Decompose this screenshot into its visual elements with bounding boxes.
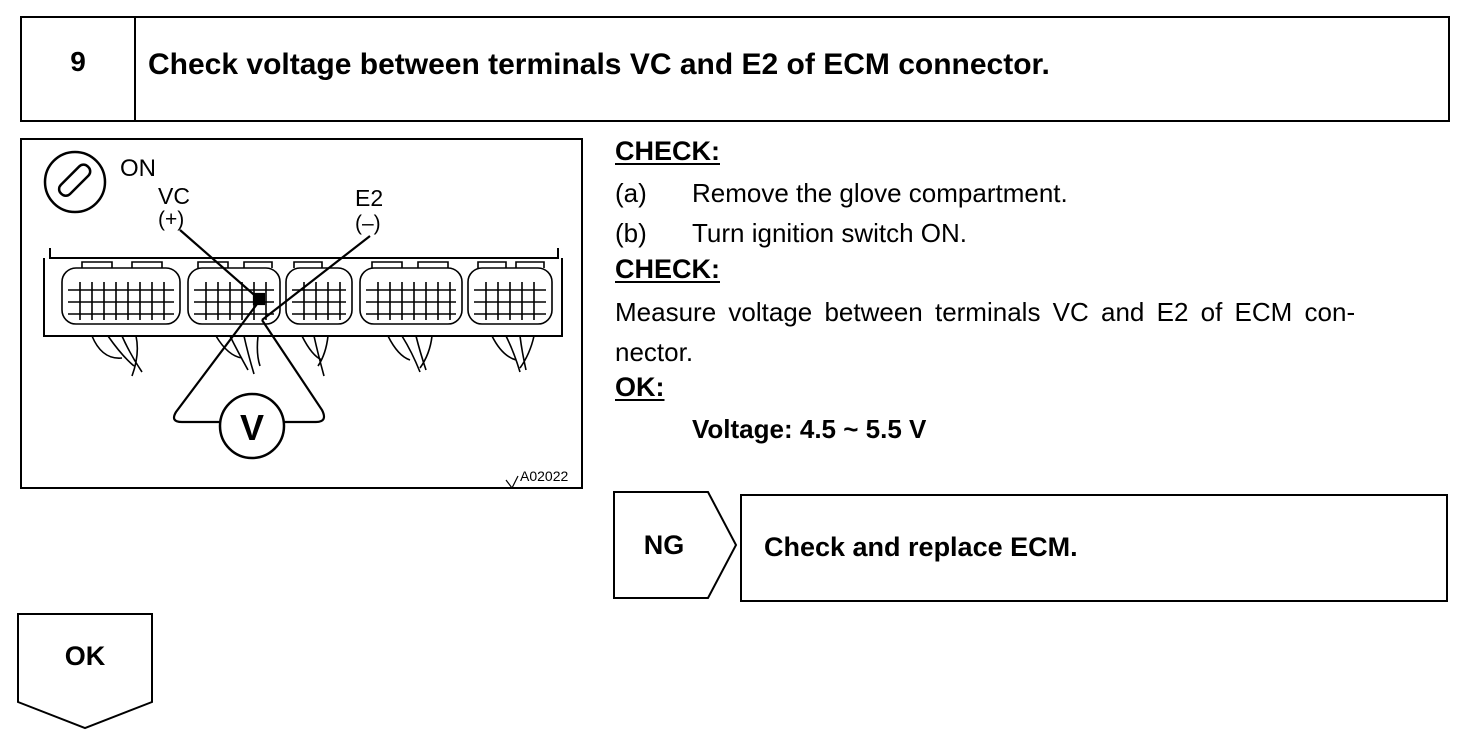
probe-leads [172,229,371,424]
voltmeter-label: V [240,407,264,448]
step-title: Check voltage between terminals VC and E… [148,48,1050,81]
prep-item-a-marker: (a) [615,178,647,208]
step-header-box [20,16,1450,122]
prep-item-b-marker: (b) [615,218,647,248]
ng-action-box [740,494,1448,602]
step-number: 9 [70,46,86,77]
ecm-connector-block [43,248,563,377]
e2-terminal-label: E2 [355,185,383,211]
measure-check-heading: CHECK: [615,254,720,284]
ng-arrow-box [613,491,738,599]
e2-polarity-label: (–) [355,212,381,235]
ignition-key-icon [43,150,107,214]
ok-next-label: OK [64,641,106,671]
figure-id: A02022 [520,468,568,484]
vc-terminal-label: VC [158,183,190,209]
ignition-on-label: ON [120,155,156,182]
prep-item-b-text: Turn ignition switch ON. [692,218,968,248]
voltmeter-icon: V [218,392,286,460]
prep-item-a-text: Remove the glove compartment. [692,178,1068,208]
wiring-figure: ON VC (+) E2 (–) [20,138,583,490]
prep-check-heading: CHECK: [615,136,720,166]
ok-heading: OK: [615,372,665,402]
measure-instruction-line1: Measure voltage between terminals VC and… [615,297,1356,327]
step-number-cell [20,16,136,122]
ng-action-text: Check and replace ECM. [764,532,1078,562]
ok-arrow-box [17,613,153,730]
ecm-connector-diagram: ON VC (+) E2 (–) [43,150,568,490]
measure-instruction-line2: nector. [615,337,694,367]
voltage-spec: Voltage: 4.5 ~ 5.5 V [692,414,927,444]
ng-label: NG [643,530,685,560]
vc-polarity-label: (+) [158,208,184,231]
